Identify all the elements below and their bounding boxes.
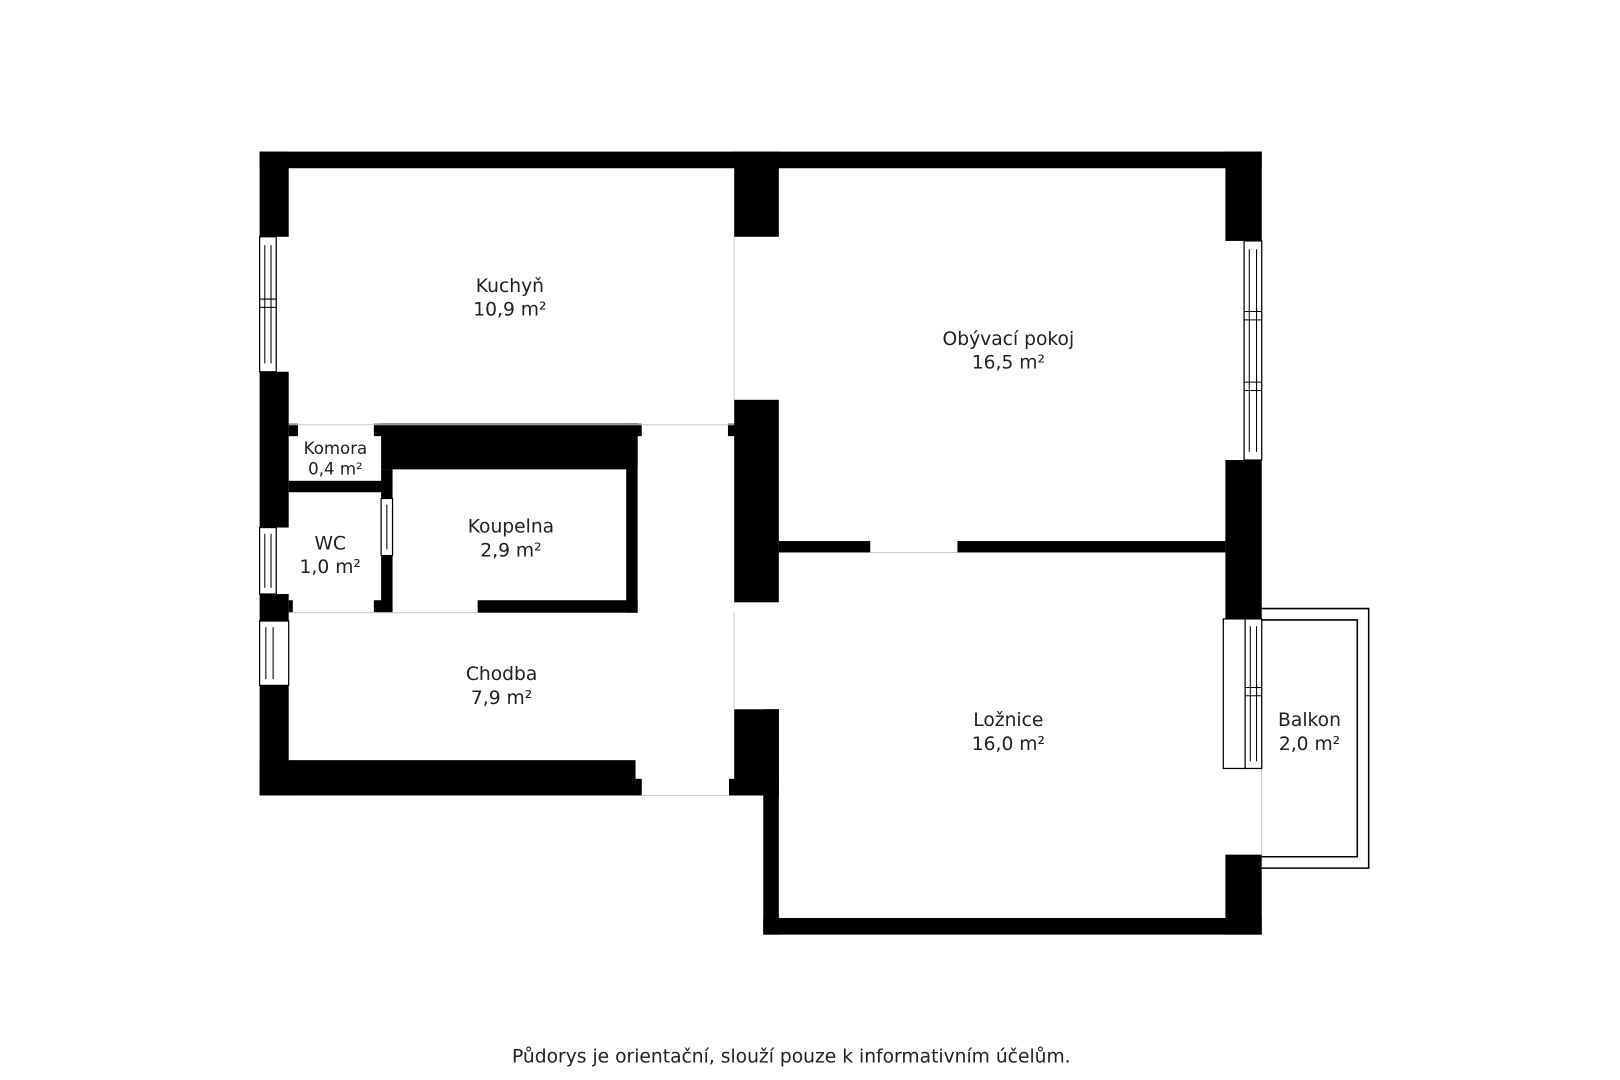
room-area: 2,9 m² [480, 541, 541, 562]
room-name: Obývací pokoj [943, 329, 1075, 350]
room-name: Komora [304, 439, 368, 458]
room-bathroom: Koupelna 2,9 m² [468, 517, 554, 562]
room-area: 7,9 m² [471, 688, 532, 709]
room-living: Obývací pokoj 16,5 m² [943, 329, 1075, 374]
room-balcony: Balkon 2,0 m² [1278, 710, 1341, 755]
room-name: Ložnice [973, 710, 1043, 731]
window-wc [258, 526, 277, 595]
room-kitchen: Kuchyň 10,9 m² [473, 276, 546, 321]
room-name: Balkon [1278, 710, 1341, 731]
room-area: 0,4 m² [308, 460, 363, 479]
door-thresholds [288, 236, 1263, 855]
room-bedroom: Ložnice 16,0 m² [972, 710, 1045, 755]
room-name: Chodba [466, 664, 538, 685]
room-area: 16,0 m² [972, 734, 1045, 755]
room-name: WC [314, 533, 346, 554]
balcony-railing [1261, 607, 1370, 869]
room-area: 1,0 m² [300, 557, 361, 578]
room-pantry: Komora 0,4 m² [304, 439, 368, 479]
walls [259, 151, 1262, 935]
room-area: 16,5 m² [972, 353, 1045, 374]
room-name: Koupelna [468, 517, 554, 538]
windows [258, 236, 1263, 770]
room-area: 2,0 m² [1279, 734, 1340, 755]
room-hallway: Chodba 7,9 m² [466, 664, 538, 709]
disclaimer-footer: Půdorys je orientační, slouží pouze k in… [512, 1045, 1071, 1067]
window-living [1243, 240, 1263, 461]
room-area: 10,9 m² [473, 300, 546, 321]
balcony-door [1222, 618, 1263, 770]
room-wc: WC 1,0 m² [300, 533, 361, 578]
window-bathroom [380, 497, 394, 557]
room-name: Kuchyň [476, 276, 544, 297]
window-kitchen [258, 236, 277, 373]
window-hall [258, 620, 290, 687]
